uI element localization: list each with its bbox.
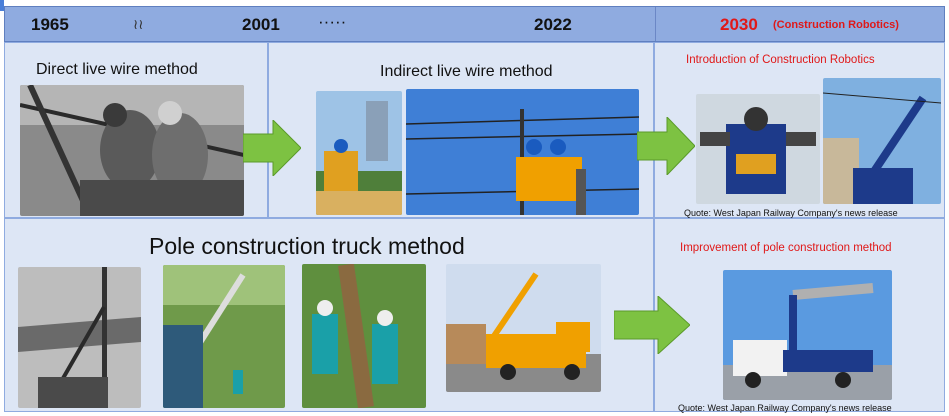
right-arrow-icon — [613, 294, 691, 356]
quote-top: Quote: West Japan Railway Company's news… — [684, 208, 898, 218]
pole-truck-label: Pole construction truck method — [149, 233, 465, 259]
year-2030-note: (Construction Robotics) — [773, 19, 899, 31]
pole-truck-photo-2 — [163, 265, 285, 408]
year-1965: 1965 — [31, 15, 69, 34]
direct-live-wire-photo — [20, 85, 244, 216]
robot-truck-photo — [823, 78, 941, 204]
pole-truck-photo-3 — [302, 264, 426, 408]
header-divider — [655, 7, 656, 41]
robotics-label: Introduction of Construction Robotics — [686, 54, 875, 66]
timeline-header: 1965 ≀≀ 2001 ····· 2022 2030 (Constructi… — [4, 6, 945, 42]
improved-pole-truck-photo — [723, 270, 892, 400]
year-2022: 2022 — [534, 15, 572, 34]
construction-robot-photo — [696, 94, 820, 204]
indirect-worker-photo — [316, 91, 402, 215]
timeline-break: ≀≀ — [133, 16, 144, 32]
right-arrow-icon — [636, 115, 696, 177]
timeline-dots: ····· — [318, 12, 347, 31]
direct-method-label: Direct live wire method — [36, 61, 198, 78]
improvement-label: Improvement of pole construction method — [680, 242, 892, 254]
pole-truck-photo-4 — [446, 264, 601, 392]
year-2030: 2030 — [720, 15, 758, 34]
right-arrow-icon — [242, 118, 302, 178]
quote-bottom: Quote: West Japan Railway Company's news… — [678, 403, 892, 413]
pole-truck-photo-1 — [18, 267, 141, 408]
indirect-method-label: Indirect live wire method — [380, 63, 553, 80]
indirect-bucket-truck-photo — [406, 89, 639, 215]
corner-accent — [0, 0, 4, 11]
year-2001: 2001 — [242, 15, 280, 34]
